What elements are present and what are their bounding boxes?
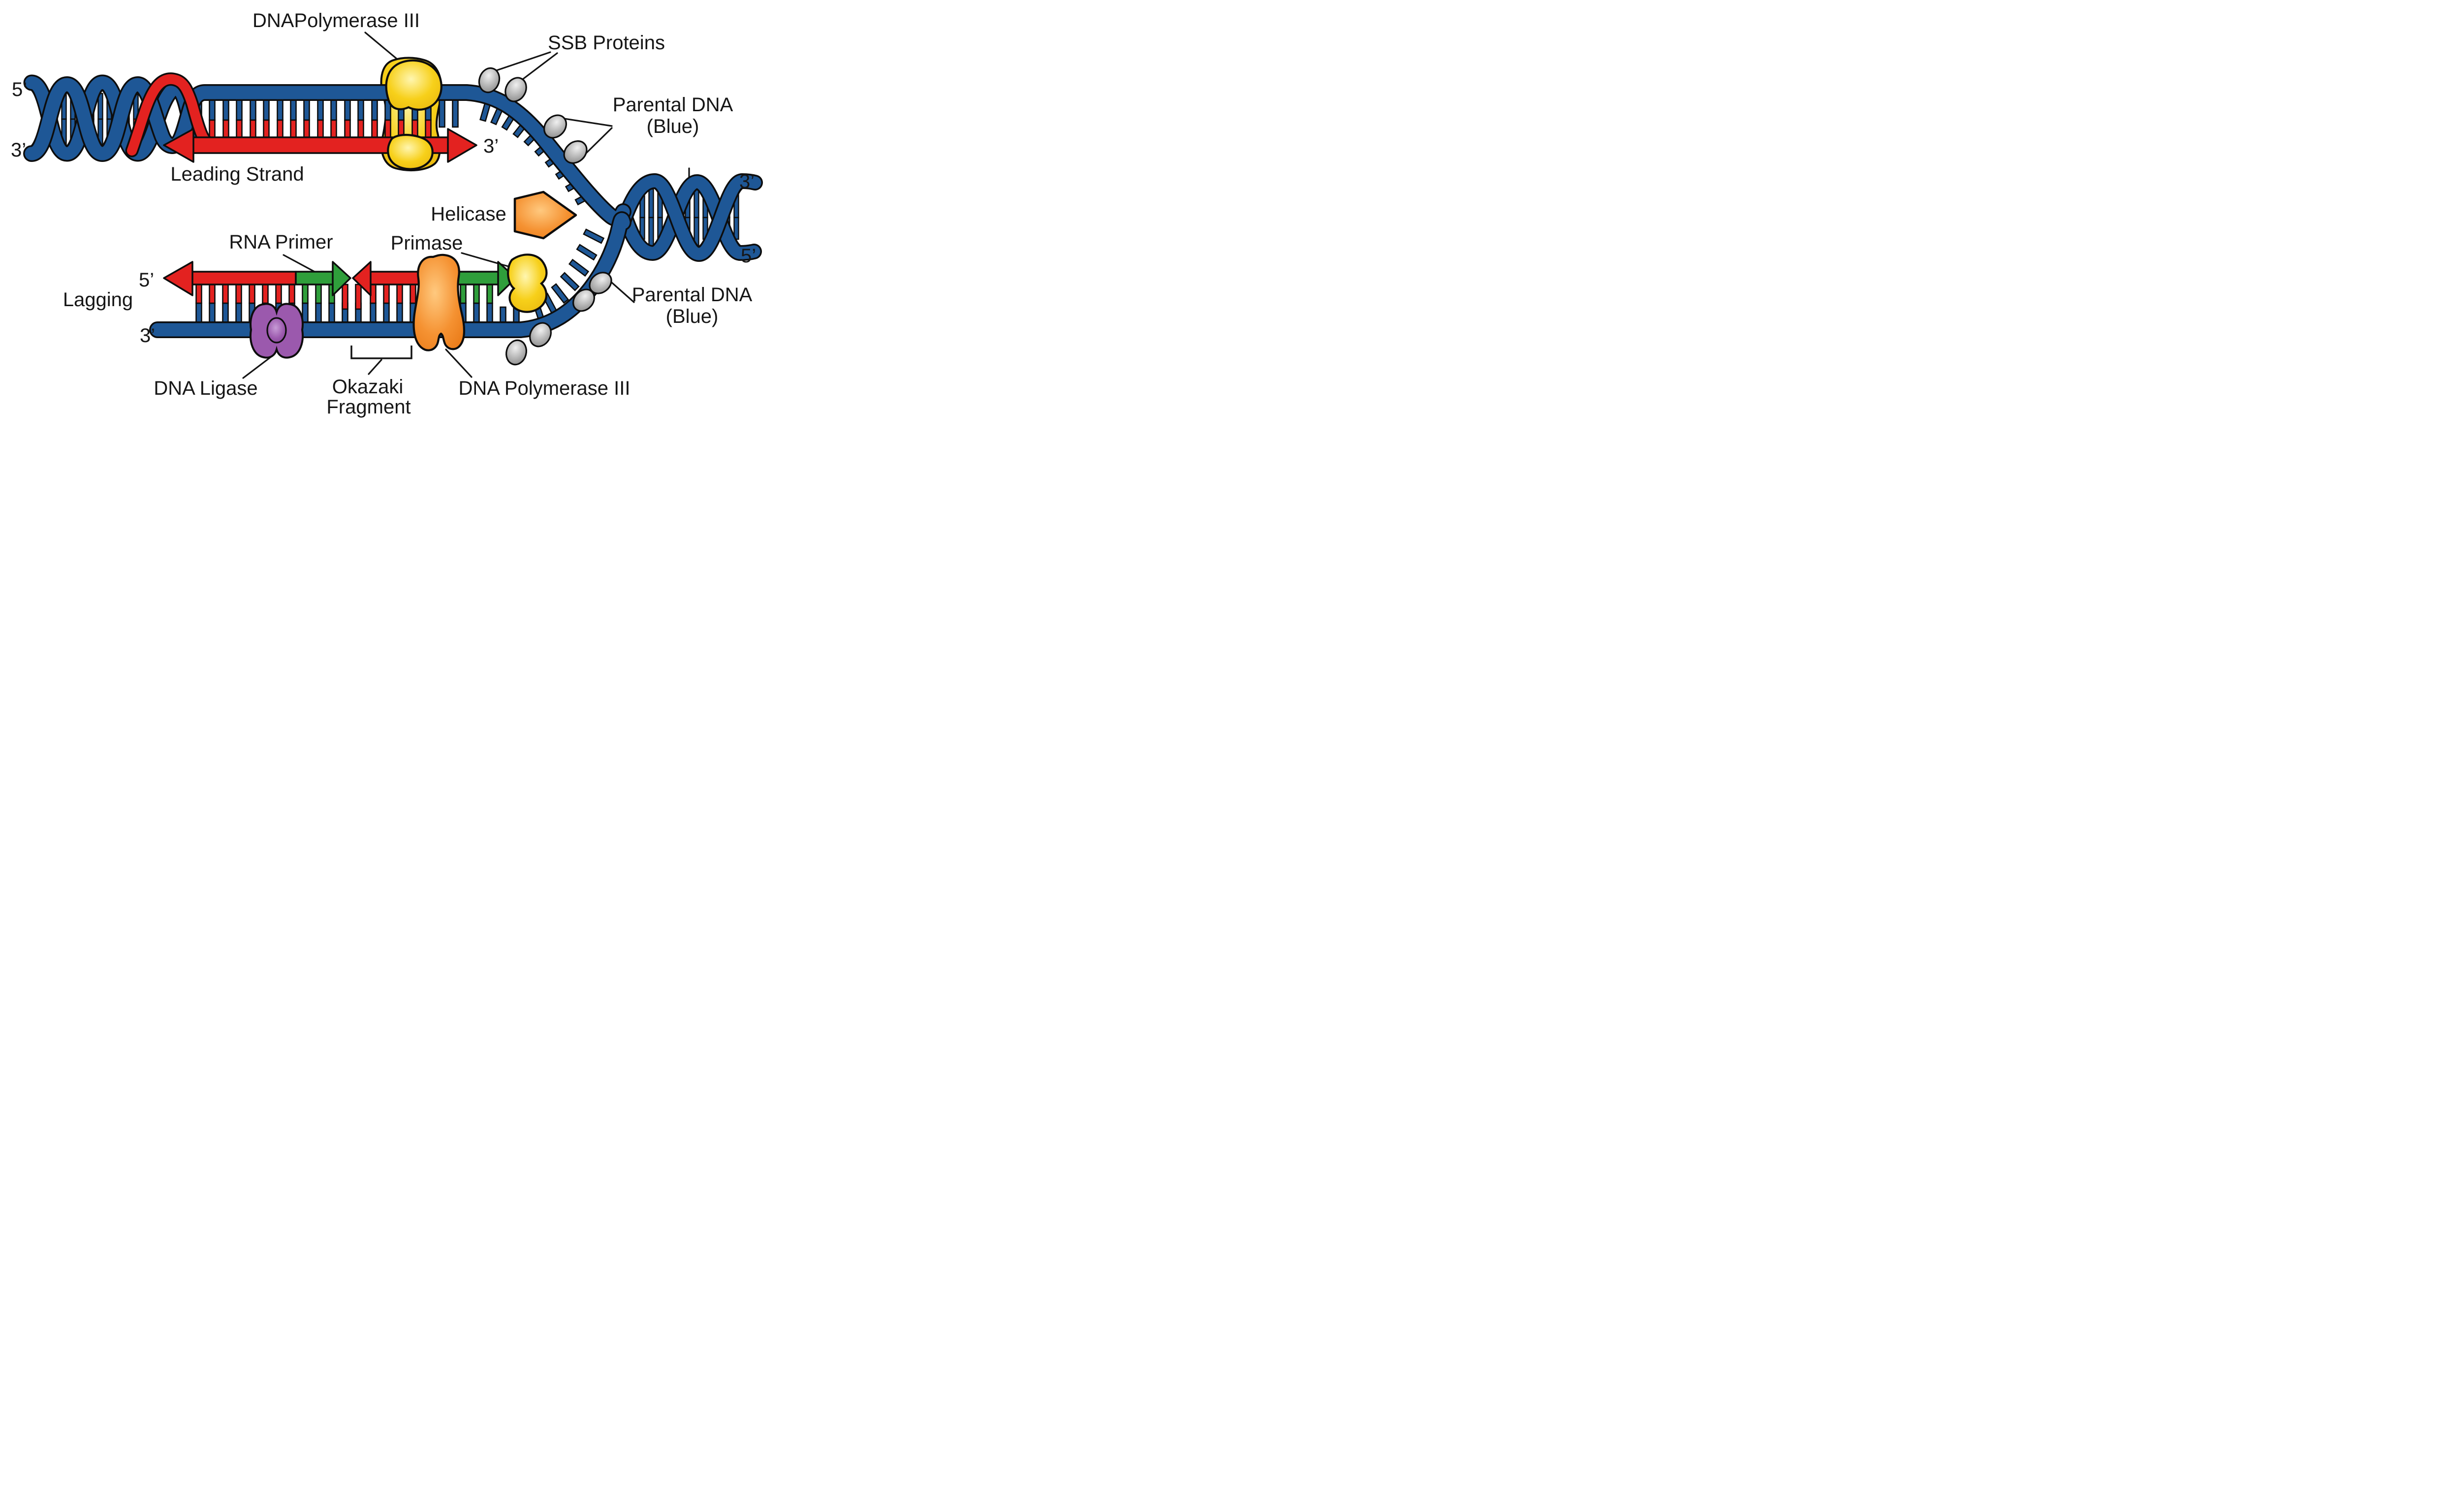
labels: DNAPolymerase III SSB Proteins Parental … xyxy=(11,10,756,418)
ssb-protein xyxy=(478,67,501,94)
ssb-protein xyxy=(505,339,527,366)
label-dna-polymerase-bottom: DNA Polymerase III xyxy=(458,378,630,399)
primase-shape xyxy=(507,253,548,313)
leader-dna-ligase xyxy=(242,355,273,379)
ssb-proteins-lower xyxy=(505,272,612,366)
right-helix-strand-c xyxy=(617,175,761,260)
diagram-canvas: DNAPolymerase III SSB Proteins Parental … xyxy=(11,10,763,418)
ssb-protein xyxy=(543,114,567,139)
rna-primer-arrow-1-head xyxy=(332,261,351,296)
ssb-protein xyxy=(589,272,612,294)
ssb-protein xyxy=(563,140,588,164)
rna-primer-arrow-1-bar xyxy=(295,271,335,285)
label-dna-ligase: DNA Ligase xyxy=(154,378,257,399)
leader-ssb-1 xyxy=(491,51,551,73)
okazaki-arrow-1-bar xyxy=(189,271,297,285)
leader-parental-top-2 xyxy=(583,127,613,157)
okazaki-bracket xyxy=(350,346,412,359)
label-3-prime-lagging: 3’ xyxy=(140,325,155,346)
label-5-prime-bottom-right: 5’ xyxy=(741,245,756,267)
label-3-prime-top-right: 3’ xyxy=(739,171,755,192)
ssb-protein xyxy=(505,77,527,102)
label-ssb-proteins: SSB Proteins xyxy=(548,32,665,54)
polymerase-top-upper-lobe xyxy=(385,59,442,111)
label-primase: Primase xyxy=(391,232,463,254)
dna-replication-diagram: DNAPolymerase III SSB Proteins Parental … xyxy=(0,0,772,431)
leading-arrow-right-head xyxy=(447,128,477,163)
okazaki-fragment-arrows xyxy=(163,261,517,296)
helicase-shape xyxy=(513,190,577,240)
label-5-prime-lagging: 5’ xyxy=(139,269,154,291)
ssb-protein xyxy=(529,322,552,347)
label-parental-dna-top-blue: (Blue) xyxy=(647,116,699,137)
okazaki-arrow-2-head xyxy=(352,261,372,296)
label-3-prime-leading: 3’ xyxy=(483,135,499,157)
ssb-proteins-upper xyxy=(478,67,588,164)
leader-dna-polymerase-bottom xyxy=(445,348,473,378)
polymerase-top-shape xyxy=(385,59,442,170)
label-rna-primer: RNA Primer xyxy=(229,231,333,253)
polymerase-bottom-shape xyxy=(412,253,466,351)
rna-primer-arrow-2-head xyxy=(497,261,517,296)
label-leading-strand: Leading Strand xyxy=(170,163,304,185)
label-dna-polymerase-top: DNAPolymerase III xyxy=(252,10,420,32)
okazaki-arrow-1-head xyxy=(163,261,193,296)
right-helix-strand-d xyxy=(617,176,760,259)
leader-okazaki xyxy=(368,359,382,375)
label-3-prime-bottom-left: 3’ xyxy=(11,139,26,161)
leader-ssb-2 xyxy=(520,52,558,82)
label-helicase: Helicase xyxy=(431,203,506,225)
leader-primase xyxy=(461,252,516,269)
polymerase-top-lower-lobe xyxy=(387,133,434,170)
rna-primer-arrow-2-bar xyxy=(456,271,500,285)
label-5-prime-top-left: 5’ xyxy=(12,79,27,100)
leading-arrow-left-head xyxy=(163,128,194,163)
dna-ligase-shape xyxy=(250,303,304,359)
label-okazaki-fragment: Fragment xyxy=(326,396,410,418)
dna-ligase-ring xyxy=(266,317,287,344)
label-parental-dna-bottom-blue: (Blue) xyxy=(666,306,719,327)
label-lagging: Lagging xyxy=(63,289,133,311)
label-parental-dna-bottom: Parental DNA xyxy=(632,284,753,306)
label-parental-dna-top: Parental DNA xyxy=(613,94,733,116)
label-okazaki: Okazaki xyxy=(332,376,404,398)
leader-parental-top-1 xyxy=(560,117,613,127)
